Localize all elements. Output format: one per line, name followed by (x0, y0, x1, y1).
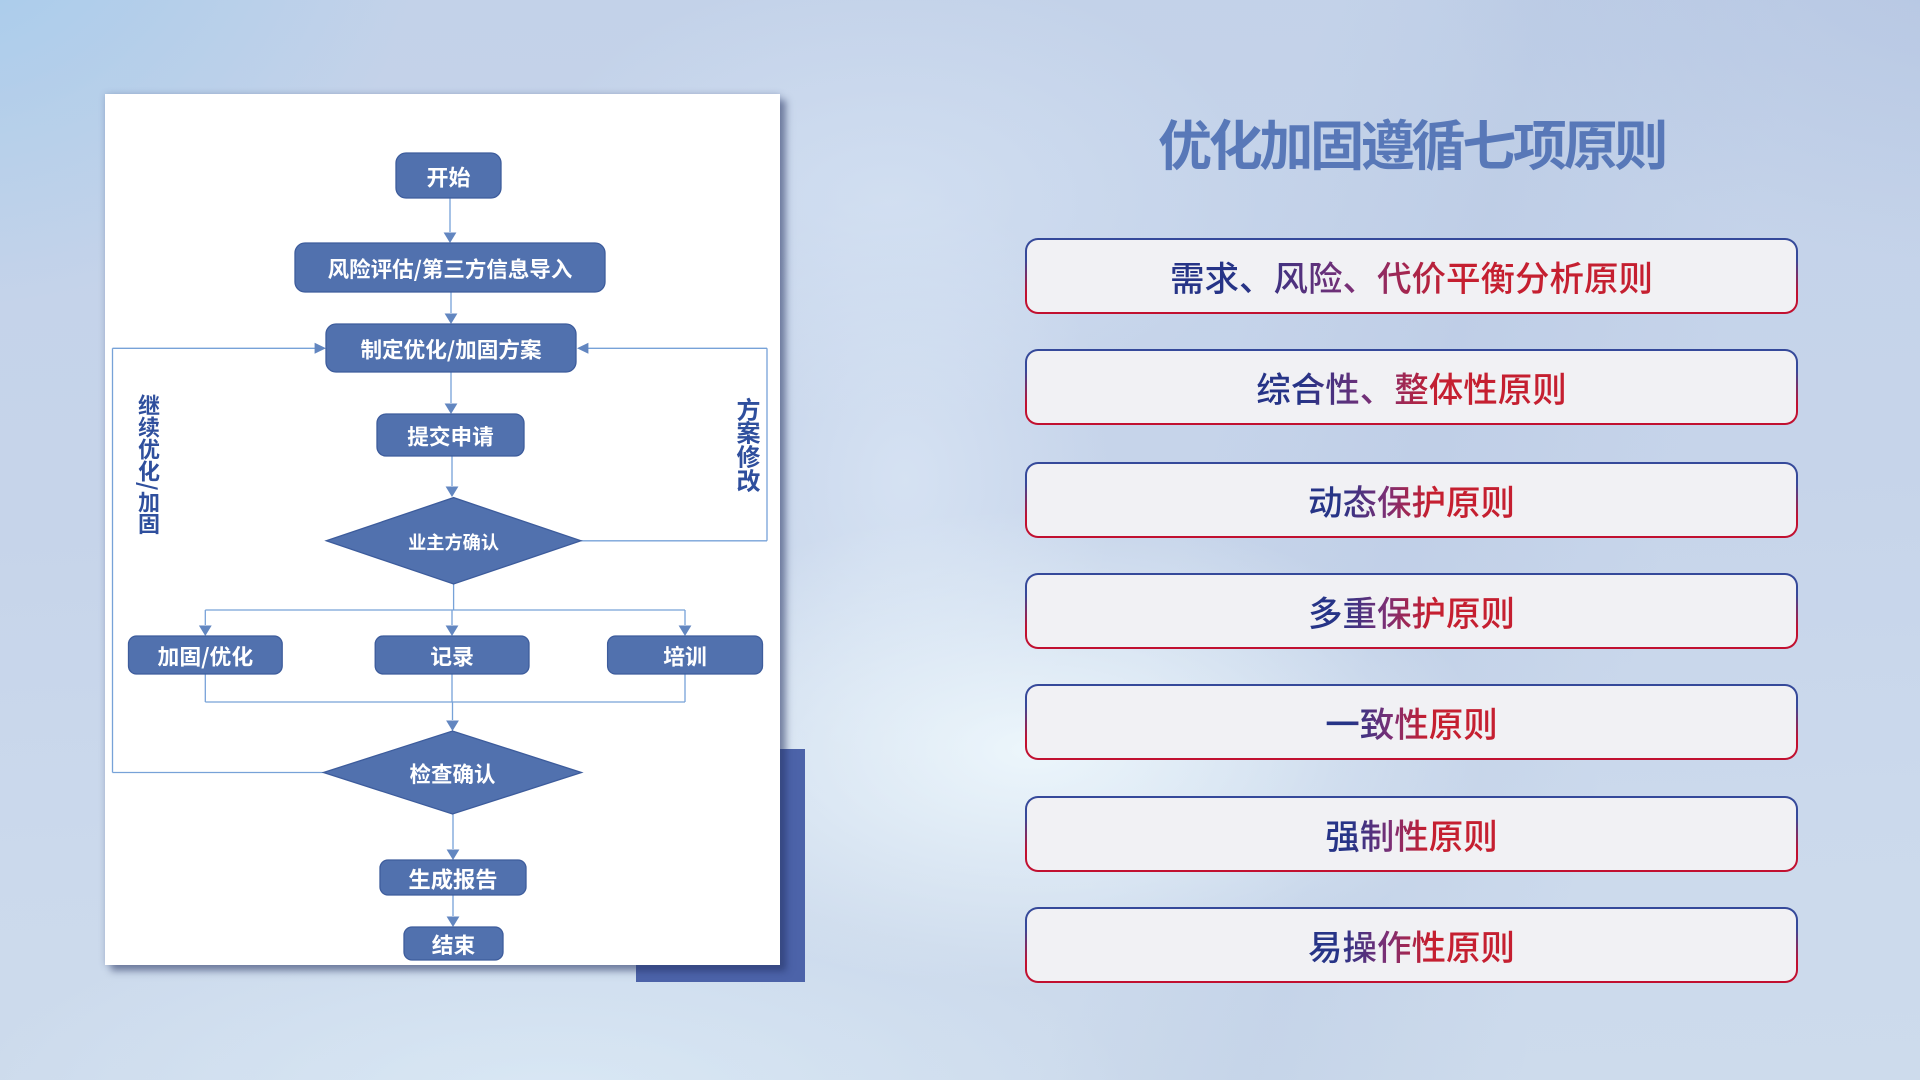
svg-text:提交申请: 提交申请 (407, 421, 493, 452)
svg-text:制定优化/加固方案: 制定优化/加固方案 (360, 334, 542, 365)
svg-text:开始: 开始 (426, 161, 470, 193)
svg-text:结束: 结束 (432, 929, 476, 960)
svg-text:生成报告: 生成报告 (408, 863, 497, 895)
svg-text:培训: 培训 (663, 641, 707, 672)
svg-text:记录: 记录 (430, 641, 474, 672)
svg-text:加固/优化: 加固/优化 (158, 641, 254, 672)
svg-text:检查确认: 检查确认 (409, 758, 496, 789)
svg-text:风险评估/第三方信息导入: 风险评估/第三方信息导入 (328, 253, 573, 284)
svg-text:业主方确认: 业主方确认 (408, 529, 499, 555)
